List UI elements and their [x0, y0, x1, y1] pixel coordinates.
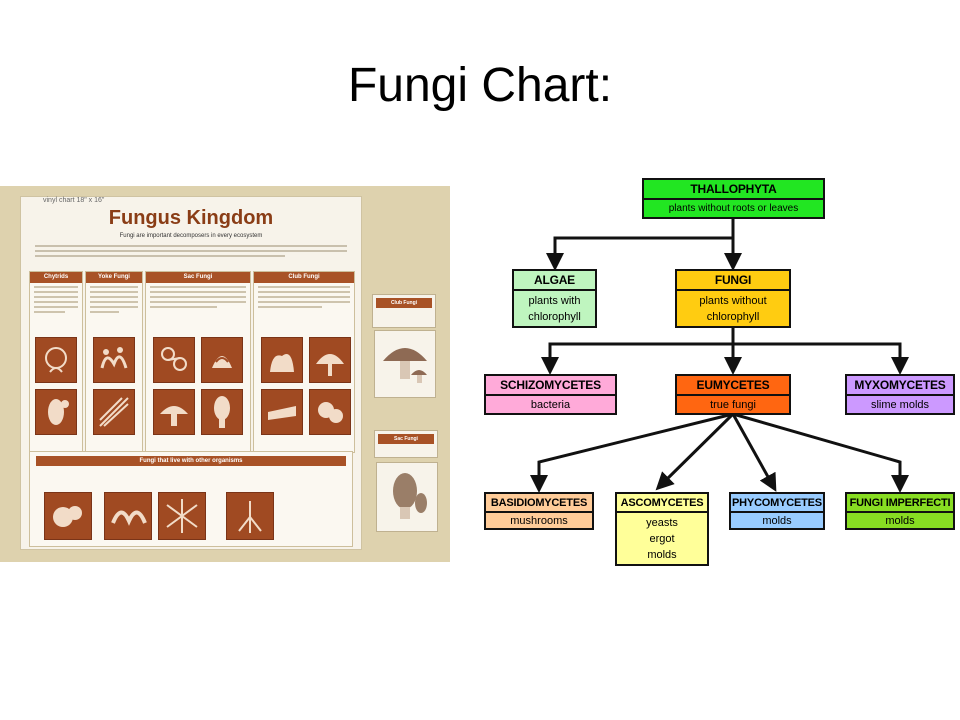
node-schizomycetes: SCHIZOMYCETES bacteria — [484, 374, 617, 415]
node-description-line: chlorophyll — [706, 310, 760, 323]
side-card-heading: Sac Fungi — [378, 434, 434, 444]
node-description: true fungi — [710, 398, 756, 411]
morel-illustration — [393, 473, 427, 519]
lichen-illustration-tile — [44, 492, 92, 540]
node-description: plants without roots or leaves — [668, 203, 799, 214]
node-description-line: plants without — [699, 294, 767, 307]
side-card-morel — [376, 462, 438, 532]
connector-thallophyta-algae — [546, 218, 735, 271]
mycorrhizae-illustration-tile — [158, 492, 206, 540]
lichen-illustration-tile — [104, 492, 152, 540]
node-description: plants without chlorophyll — [677, 291, 789, 326]
fungus-illustration-tile — [201, 337, 243, 383]
node-title: MYXOMYCETES — [847, 376, 953, 396]
poster-symbiosis-panel: Fungi that live with other organisms — [29, 451, 353, 547]
panel-heading: Sac Fungi — [146, 272, 250, 283]
side-card-club-fungi-header: Club Fungi — [372, 294, 436, 328]
slide-title: Fungi Chart: — [347, 59, 613, 112]
connector-fungi-schizomycetes — [541, 327, 735, 375]
node-description: molds — [885, 514, 915, 527]
side-card-sac-fungi-header: Sac Fungi — [374, 430, 438, 458]
node-description-line: ergot — [649, 532, 675, 545]
node-description: mushrooms — [510, 514, 568, 527]
node-fungi: FUNGI plants without chlorophyll — [675, 269, 791, 328]
node-description: bacteria — [530, 398, 571, 411]
node-title: SCHIZOMYCETES — [486, 376, 615, 396]
fungus-illustration-tile — [153, 337, 195, 383]
fungus-illustration-tile — [201, 389, 243, 435]
panel-heading: Club Fungi — [254, 272, 354, 283]
fungus-illustration-tile — [309, 389, 351, 435]
fungus-illustration-tile — [35, 389, 77, 435]
connector-eumycetes-basidiomycetes — [530, 412, 734, 493]
node-title: BASIDIOMYCETES — [486, 494, 592, 513]
connector-fungi-myxomycetes — [733, 342, 909, 375]
node-description: slime molds — [870, 398, 930, 411]
fungus-illustration-tile — [153, 389, 195, 435]
node-title: ASCOMYCETES — [617, 494, 707, 513]
fungus-illustration-tile — [261, 389, 303, 435]
fungus-illustration-tile — [93, 389, 135, 435]
root-illustration-tile — [226, 492, 274, 540]
symbiosis-heading: Fungi that live with other organisms — [36, 456, 346, 466]
node-phycomycetes: PHYCOMYCETES molds — [729, 492, 825, 530]
node-description-line: plants with — [528, 294, 581, 307]
node-description: plants with chlorophyll — [514, 291, 595, 326]
node-title: PHYCOMYCETES — [731, 494, 823, 513]
fungus-illustration-tile — [93, 337, 135, 383]
side-card-mushroom — [374, 330, 436, 398]
node-description: molds — [762, 514, 792, 527]
poster-size-label: vinyl chart 18" x 16" — [43, 197, 105, 204]
connector-eumycetes-fungi-imperfecti — [732, 412, 909, 493]
node-title: FUNGI IMPERFECTI — [847, 494, 953, 513]
node-title: EUMYCETES — [677, 376, 789, 396]
panel-heading: Chytrids — [30, 272, 82, 283]
node-description-line: molds — [647, 548, 677, 561]
node-title: ALGAE — [514, 271, 595, 291]
node-title: FUNGI — [677, 271, 789, 291]
node-description-line: yeasts — [646, 516, 678, 529]
connector-eumycetes-ascomycetes — [655, 412, 735, 491]
node-algae: ALGAE plants with chlorophyll — [512, 269, 597, 328]
mushroom-illustration — [383, 348, 427, 383]
poster-intro-text — [35, 245, 347, 260]
node-description: yeasts ergot molds — [617, 513, 707, 564]
fungus-illustration-tile — [261, 337, 303, 383]
node-eumycetes: EUMYCETES true fungi — [675, 374, 791, 415]
poster-sheet: vinyl chart 18" x 16" Fungus Kingdom Fun… — [20, 196, 362, 550]
fungus-illustration-tile — [35, 337, 77, 383]
fungus-illustration-tile — [309, 337, 351, 383]
node-ascomycetes: ASCOMYCETES yeasts ergot molds — [615, 492, 709, 566]
node-basidiomycetes: BASIDIOMYCETES mushrooms — [484, 492, 594, 530]
connector-eumycetes-phycomycetes — [731, 413, 777, 492]
node-fungi-imperfecti: FUNGI IMPERFECTI molds — [845, 492, 955, 530]
node-title: THALLOPHYTA — [644, 180, 823, 200]
panel-heading: Yoke Fungi — [86, 272, 142, 283]
fungus-kingdom-poster: vinyl chart 18" x 16" Fungus Kingdom Fun… — [0, 186, 450, 562]
node-myxomycetes: MYXOMYCETES slime molds — [845, 374, 955, 415]
poster-subtitle: Fungi are important decomposers in every… — [119, 233, 263, 239]
node-thallophyta: THALLOPHYTA plants without roots or leav… — [642, 178, 825, 219]
poster-title: Fungus Kingdom — [108, 207, 274, 229]
node-description-line: chlorophyll — [528, 310, 581, 323]
side-card-heading: Club Fungi — [376, 298, 432, 308]
